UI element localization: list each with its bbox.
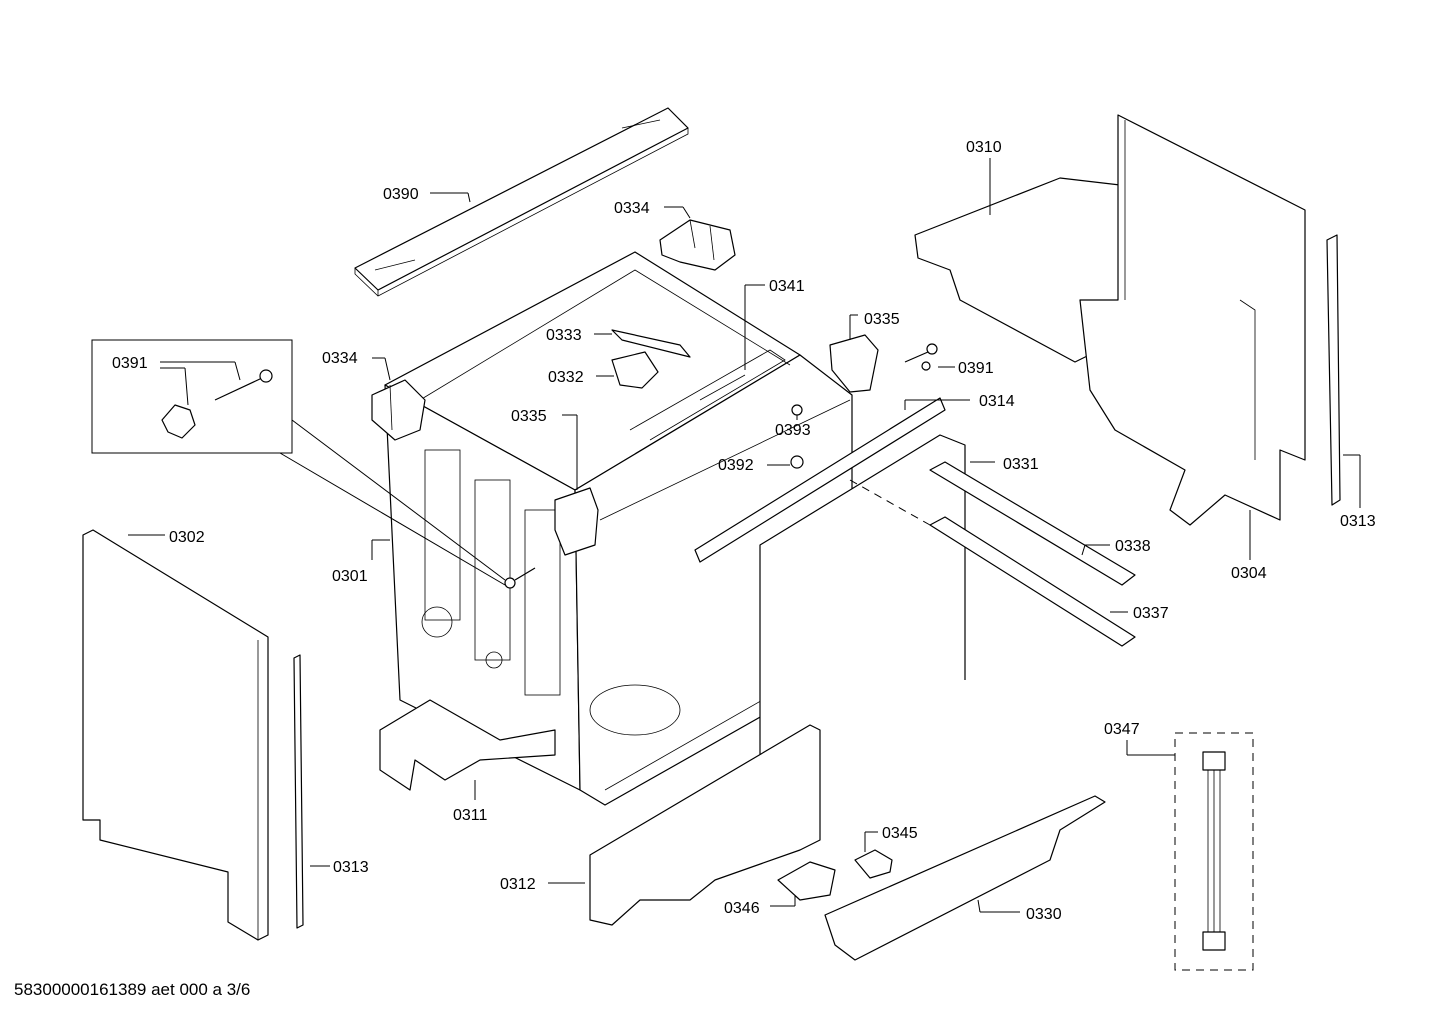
callout-0345: 0345 <box>882 825 918 842</box>
part-0313-strip-left <box>293 654 304 929</box>
part-0391-screw-center <box>504 567 536 589</box>
part-0337-rail <box>929 516 1136 647</box>
part-0345-clip <box>854 849 893 879</box>
callout-0301: 0301 <box>332 568 368 585</box>
callout-0304: 0304 <box>1231 565 1267 582</box>
part-0312-foam <box>589 724 821 926</box>
callout-0335-front: 0335 <box>511 408 547 425</box>
part-0314-rail <box>694 397 946 563</box>
callout-0313-right: 0313 <box>1340 513 1376 530</box>
part-0392-part <box>790 455 804 469</box>
callout-0312: 0312 <box>500 876 536 893</box>
callout-0314: 0314 <box>979 393 1015 410</box>
callout-0391-right: 0391 <box>958 360 994 377</box>
callout-0302: 0302 <box>169 529 205 546</box>
callout-0338: 0338 <box>1115 538 1151 555</box>
part-0302-panel <box>82 529 269 941</box>
part-0334-bracket-top <box>659 219 736 271</box>
callout-0341: 0341 <box>769 278 805 295</box>
callout-0393: 0393 <box>775 422 811 439</box>
callout-0313-left: 0313 <box>333 859 369 876</box>
callout-0334-top: 0334 <box>614 200 650 217</box>
part-0393-part <box>791 404 803 416</box>
callout-0330: 0330 <box>1026 906 1062 923</box>
diagram-footer-code: 58300000161389 aet 000 a 3/6 <box>14 980 251 999</box>
inset-box-0391 <box>91 339 506 586</box>
part-0341-cable <box>629 349 786 441</box>
callout-0333: 0333 <box>546 327 582 344</box>
part-0330-base <box>824 795 1106 961</box>
callout-0337: 0337 <box>1133 605 1169 622</box>
callout-0390: 0390 <box>383 186 419 203</box>
callout-0335-right: 0335 <box>864 311 900 328</box>
callout-0332: 0332 <box>548 369 584 386</box>
callout-0391-inset: 0391 <box>112 355 148 372</box>
callout-0310: 0310 <box>966 139 1002 156</box>
part-0332-switch <box>611 351 659 389</box>
callout-0334-left: 0334 <box>322 350 358 367</box>
part-0338-rail <box>929 461 1136 586</box>
callout-0311: 0311 <box>453 807 488 824</box>
callout-0331: 0331 <box>1003 456 1039 473</box>
part-0346-sensor <box>777 861 836 901</box>
callout-0347: 0347 <box>1104 721 1140 738</box>
part-0331-seal <box>759 434 966 795</box>
part-0313-strip-right <box>1326 234 1341 506</box>
part-0333-latch <box>611 329 691 358</box>
callout-0346: 0346 <box>724 900 760 917</box>
part-0390-top-plate <box>354 107 689 297</box>
part-0334-bracket-left <box>371 379 426 441</box>
part-0347-cable-set <box>1174 732 1254 971</box>
part-0335-bracket-right <box>829 334 879 393</box>
part-0391-screw-right <box>904 343 938 371</box>
callout-0392: 0392 <box>718 457 754 474</box>
part-0304-side-panel <box>1079 114 1306 526</box>
part-0335-bracket-front <box>554 487 599 556</box>
part-0311-foam <box>379 699 556 791</box>
